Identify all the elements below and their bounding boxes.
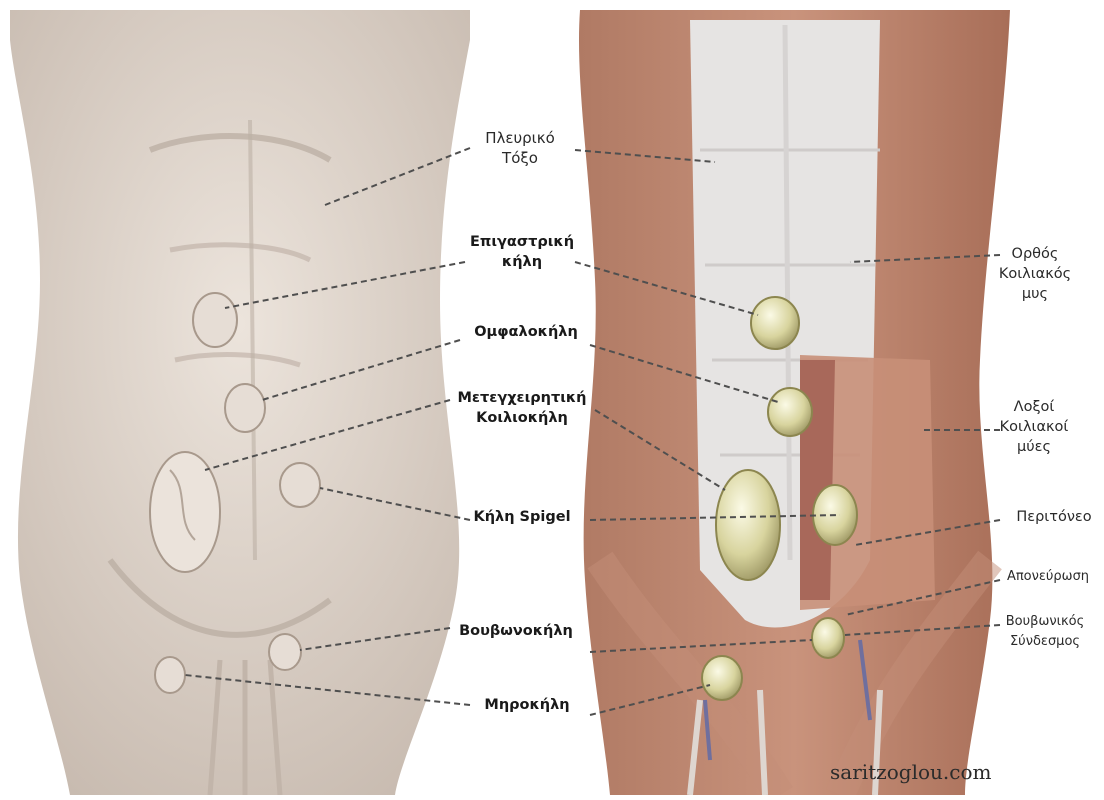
label-rectus: Ορθός Κοιλιακός μυς bbox=[999, 244, 1071, 304]
label-rectus-line1: Ορθός bbox=[999, 244, 1071, 264]
label-costal-arch: Πλευρικό Τόξο bbox=[485, 128, 555, 168]
label-incisional-line1: Μετεγχειρητική bbox=[457, 388, 586, 408]
label-inguinal-ligament: Βουβωνικός Σύνδεσμος bbox=[1006, 612, 1084, 652]
label-obliques-line3: μύες bbox=[1000, 437, 1069, 457]
label-peritoneum: Περιτόνεο bbox=[1016, 507, 1091, 527]
label-rectus-line3: μυς bbox=[999, 284, 1071, 304]
label-spigelian: Κήλη Spigel bbox=[473, 507, 570, 527]
label-rectus-line2: Κοιλιακός bbox=[999, 264, 1071, 284]
label-obliques: Λοξοί Κοιλιακοί μύες bbox=[1000, 397, 1069, 457]
label-umbilical: Ομφαλοκήλη bbox=[474, 322, 578, 342]
label-epigastric-line2: κήλη bbox=[470, 252, 574, 272]
label-incisional-line2: Κοιλιοκήλη bbox=[457, 408, 586, 428]
label-costal-arch-line1: Πλευρικό bbox=[485, 128, 555, 148]
label-inguinal-ligament-line1: Βουβωνικός bbox=[1006, 612, 1084, 632]
watermark: saritzoglou.com bbox=[830, 760, 991, 784]
label-inguinal: Βουβωνοκήλη bbox=[459, 621, 573, 641]
label-incisional: Μετεγχειρητική Κοιλιοκήλη bbox=[457, 388, 586, 428]
label-epigastric: Επιγαστρική κήλη bbox=[470, 232, 574, 272]
label-femoral: Μηροκήλη bbox=[484, 695, 569, 715]
label-inguinal-ligament-line2: Σύνδεσμος bbox=[1006, 632, 1084, 652]
label-costal-arch-line2: Τόξο bbox=[485, 148, 555, 168]
label-obliques-line2: Κοιλιακοί bbox=[1000, 417, 1069, 437]
label-epigastric-line1: Επιγαστρική bbox=[470, 232, 574, 252]
label-aponeurosis: Απονεύρωση bbox=[1007, 567, 1089, 587]
label-obliques-line1: Λοξοί bbox=[1000, 397, 1069, 417]
